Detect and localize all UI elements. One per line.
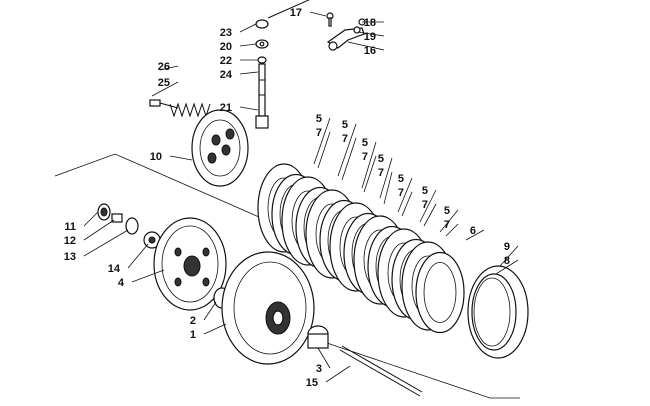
callout-leader-c17 [309,11,327,17]
sleeve-and-pushrod [307,325,423,397]
callout-c7f: 7 [422,199,428,211]
callout-leader-c9 [499,245,519,267]
callout-leader-c7a [317,131,331,169]
callout-c7a: 7 [316,127,322,139]
callout-leader-c2 [203,301,217,321]
callout-c5b: 5 [342,119,348,131]
callout-c7g: 7 [444,219,450,231]
callout-leader-c14 [127,243,149,269]
callout-c9: 9 [504,241,510,253]
callout-c18: 18 [364,17,376,29]
clutch-plate-stack [257,163,465,334]
callout-leader-c23 [239,23,257,33]
callout-leader-c6 [465,229,485,241]
callout-leader-c7e [401,191,413,217]
release-arm-assembly [326,12,366,51]
callout-c12: 12 [64,235,76,247]
callout-c10: 10 [150,151,162,163]
callout-c17: 17 [290,7,302,19]
callout-c5f: 5 [422,185,428,197]
callout-leader-c11 [83,211,99,227]
callout-c5e: 5 [398,173,404,185]
callout-leader-c7b [341,137,357,181]
callout-c22: 22 [220,55,232,67]
callout-c2: 2 [190,315,196,327]
callout-c13: 13 [64,251,76,263]
assembly-outline-lower [317,339,520,399]
steel-plate [415,251,465,334]
callout-c21: 21 [220,102,232,114]
callout-leader-c3 [317,347,331,369]
callout-c11: 11 [64,221,76,233]
callout-c6: 6 [470,225,476,237]
callout-leader-c24 [239,71,259,75]
callout-leader-c5c [361,141,377,189]
callout-leader-c26 [159,65,179,71]
callout-leader-c16 [347,41,385,51]
callout-c7c: 7 [362,151,368,163]
callout-c14: 14 [108,263,121,275]
callout-c19: 19 [364,31,376,43]
callout-leader-c5f [419,189,437,223]
callout-leader-c25 [151,81,179,97]
callout-leader-c7c [363,155,377,193]
callout-c4: 4 [118,277,125,289]
callout-leader-c1 [203,323,227,335]
callout-leader-c10 [169,155,193,161]
callout-c7b: 7 [342,133,348,145]
callout-leader-c13 [83,229,129,257]
clutch-basket [221,251,315,365]
nut-washer-set [97,203,161,249]
callout-leader-c7f [423,203,437,227]
callout-c5d: 5 [378,153,384,165]
callout-leader-c15 [325,365,351,383]
callout-leader-c21 [239,106,259,111]
pressure-plate [191,109,249,187]
callout-leader-c19 [357,31,385,37]
release-shaft-assembly [255,0,310,129]
callout-c3: 3 [316,363,322,375]
clutch-hub [153,217,227,311]
plate-bore [423,262,457,323]
callout-c7e: 7 [398,187,404,199]
callout-c15: 15 [306,377,318,389]
callout-leader-c5g [439,209,459,233]
callout-leader-c20 [239,43,257,47]
callout-c5a: 5 [316,113,322,125]
callout-c23: 23 [220,27,232,39]
callout-leader-c5a [313,117,331,165]
callout-c5c: 5 [362,137,368,149]
callout-leader-c12 [83,219,115,241]
callout-c26: 26 [158,61,170,73]
callout-c16: 16 [364,45,376,57]
callout-c24: 24 [220,69,233,81]
clutch-ring [467,265,529,359]
callout-c5g: 5 [444,205,450,217]
callout-leader-c5b [337,123,357,177]
callout-leader-c5e [397,177,413,213]
callout-c8: 8 [504,255,510,267]
callout-c7d: 7 [378,167,384,179]
callout-leader-c4 [131,269,165,283]
callout-c1: 1 [190,329,196,341]
callout-leader-c7g [445,223,459,237]
spring-and-bolt [149,99,211,118]
callout-leader-c8 [495,259,519,275]
callout-leader-c5d [379,157,393,199]
callout-c25: 25 [158,77,170,89]
callout-c20: 20 [220,41,232,53]
callout-leader-c7d [383,171,393,205]
